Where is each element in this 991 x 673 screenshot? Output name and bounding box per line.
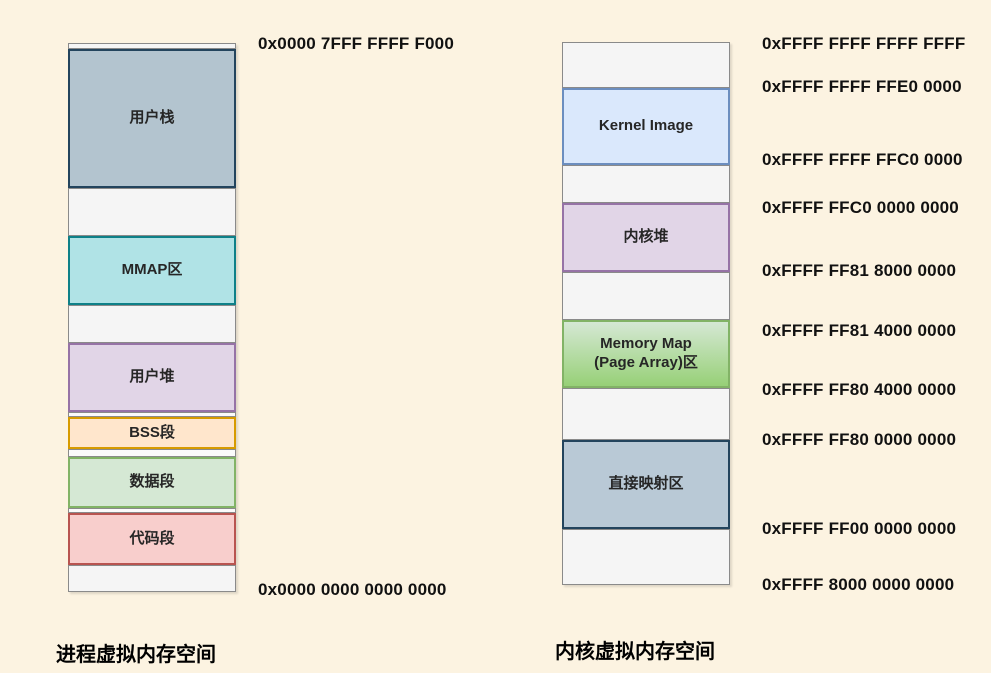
kernel-address-label: 0xFFFF FF00 0000 0000 [762,519,957,538]
segment-label: Kernel Image [598,117,694,135]
user-stack: 用户栈 [68,49,236,188]
direct-mapping: 直接映射区 [562,440,730,529]
gap-3 [68,508,236,513]
kernel-address-label: 0xFFFF FF80 0000 0000 [762,430,957,449]
free-area-7 [562,529,730,585]
kernel-address-label: 0xFFFF FFFF FFE0 0000 [762,77,962,96]
top-gap [68,43,236,49]
kernel-address-label: 0xFFFF 8000 0000 0000 [762,575,955,594]
segment-label: 内核堆 [623,228,669,246]
kernel-address-label: 0xFFFF FFC0 0000 0000 [762,198,959,217]
kernel-address-label: 0xFFFF FF81 8000 0000 [762,261,957,280]
data-segment: 数据段 [68,457,236,508]
segment-label: Memory Map (Page Array)区 [594,335,698,371]
code-segment: 代码段 [68,513,236,565]
user-heap: 用户堆 [68,343,236,412]
process-address-label: 0x0000 7FFF FFFF F000 [258,34,454,53]
kernel-memory-title: 内核虚拟内存空间 [555,641,715,663]
memory-map-area: Memory Map (Page Array)区 [562,320,730,388]
bss-segment: BSS段 [68,417,236,449]
free-area-3 [68,565,236,592]
gap-1 [68,412,236,417]
mmap-area: MMAP区 [68,236,236,305]
segment-label: 数据段 [129,473,175,491]
segment-label: MMAP区 [121,261,183,279]
segment-label: 直接映射区 [608,475,684,493]
kernel-memory-column: Kernel Image 内核堆 Memory Map (Page Array)区直… [562,42,730,585]
kernel-image: Kernel Image [562,88,730,165]
free-area-top [562,42,730,88]
kernel-address-label: 0xFFFF FF81 4000 0000 [762,321,957,340]
segment-label: 用户栈 [129,109,175,127]
free-area-6 [562,388,730,440]
process-memory-title: 进程虚拟内存空间 [56,644,216,666]
kernel-heap: 内核堆 [562,203,730,272]
segment-label: BSS段 [129,423,175,441]
free-area-2 [68,305,236,343]
process-memory-column: 用户栈 MMAP区用户堆 BSS段数据段代码段 [68,43,236,592]
free-area-4 [562,165,730,203]
gap-2 [68,449,236,457]
kernel-address-label: 0xFFFF FF80 4000 0000 [762,380,957,399]
free-area-1 [68,188,236,236]
free-area-5 [562,272,730,320]
kernel-address-label: 0xFFFF FFFF FFFF FFFF [762,34,966,53]
segment-label: 代码段 [129,529,175,547]
segment-label: 用户堆 [129,368,175,386]
process-address-label: 0x0000 0000 0000 0000 [258,580,447,599]
kernel-address-label: 0xFFFF FFFF FFC0 0000 [762,150,963,169]
